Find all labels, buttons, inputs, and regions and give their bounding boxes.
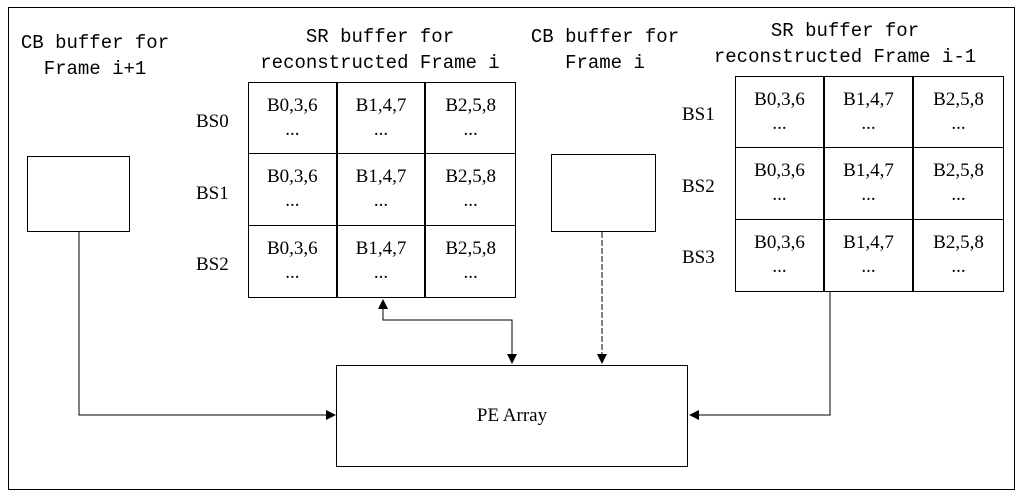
grid-cell: B2,5,8... — [426, 226, 515, 297]
cell-ellipsis: ... — [285, 262, 300, 284]
bs-row-label: BS2 — [196, 254, 229, 275]
label-line: reconstructed Frame i-1 — [713, 46, 977, 68]
cell-ellipsis: ... — [373, 119, 389, 141]
grid-cell: B0,3,6... — [249, 154, 338, 226]
cell-ellipsis: ... — [772, 256, 787, 278]
cell-ellipsis: ... — [772, 184, 787, 206]
cell-text: B0,3,6 — [754, 160, 805, 182]
arrow-cb-next-to-pe — [78, 232, 336, 420]
cell-ellipsis: ... — [463, 262, 478, 284]
cell-text: B2,5,8 — [445, 238, 496, 260]
grid-cell: B0,3,6... — [736, 148, 825, 220]
cell-text: B1,4,7 — [355, 166, 407, 188]
label-line: SR buffer for — [305, 26, 455, 48]
label-line: CB buffer for — [20, 32, 170, 54]
arrow-sr-current-to-pe — [382, 318, 517, 364]
cell-ellipsis: ... — [373, 262, 389, 284]
cell-text: B2,5,8 — [445, 166, 496, 188]
arrow-sr-prev-to-pe — [689, 292, 831, 420]
pe-array-label: PE Array — [476, 405, 548, 426]
cell-text: B0,3,6 — [266, 238, 318, 260]
cell-text: B1,4,7 — [843, 160, 894, 182]
cb-buffer-frame-i-box — [551, 154, 656, 232]
grid-cell: B1,4,7... — [825, 148, 914, 220]
cell-ellipsis: ... — [285, 190, 300, 212]
cell-text: B2,5,8 — [445, 95, 496, 117]
cell-ellipsis: ... — [951, 184, 966, 206]
pe-array-box: PE Array — [336, 365, 688, 467]
cell-text: B1,4,7 — [843, 89, 894, 111]
grid-cell: B2,5,8... — [914, 148, 1003, 220]
cell-ellipsis: ... — [463, 119, 478, 141]
cell-ellipsis: ... — [951, 256, 966, 278]
grid-cell: B1,4,7... — [337, 154, 427, 226]
grid-cell: B1,4,7... — [337, 83, 427, 155]
cell-ellipsis: ... — [373, 190, 389, 212]
cell-text: B2,5,8 — [933, 160, 984, 182]
bs-row-label: BS2 — [682, 176, 715, 197]
grid-cell: B1,4,7... — [338, 225, 427, 297]
cell-ellipsis: ... — [861, 256, 876, 278]
grid-cell: B0,3,6... — [249, 83, 338, 155]
sr-buffer-frame-i-minus-1-label: SR buffer for reconstructed Frame i-1 — [700, 18, 990, 70]
label-line: reconstructed Frame i — [260, 52, 500, 74]
bs-row-label: BS3 — [682, 247, 715, 268]
grid-cell: B2,5,8... — [426, 83, 515, 155]
grid-cell: B2,5,8... — [426, 154, 515, 226]
sr-buffer-frame-i-minus-1-grid: B0,3,6... B1,4,7... B2,5,8... B0,3,6... … — [735, 76, 1004, 292]
cell-ellipsis: ... — [861, 184, 876, 206]
cell-text: B1,4,7 — [355, 238, 407, 260]
label-line: CB buffer for — [530, 26, 680, 48]
grid-cell: B2,5,8... — [914, 77, 1003, 149]
label-line: Frame i+1 — [43, 58, 147, 80]
cell-ellipsis: ... — [772, 113, 787, 135]
cell-text: B0,3,6 — [266, 95, 318, 117]
cell-text: B1,4,7 — [843, 232, 894, 254]
grid-cell: B0,3,6... — [736, 219, 825, 291]
bs-row-label: BS1 — [682, 104, 715, 125]
cell-text: B0,3,6 — [754, 89, 805, 111]
cell-ellipsis: ... — [951, 113, 966, 135]
sr-buffer-frame-i-grid: B0,3,6... B1,4,7... B2,5,8... B0,3,6... … — [248, 82, 516, 298]
cell-ellipsis: ... — [463, 190, 478, 212]
sr-buffer-frame-i-label: SR buffer for reconstructed Frame i — [240, 24, 520, 76]
cell-text: B2,5,8 — [933, 232, 984, 254]
cb-buffer-frame-i-plus-1-box — [27, 156, 130, 232]
grid-cell: B0,3,6... — [249, 225, 338, 297]
cb-buffer-frame-i-label: CB buffer for Frame i — [520, 24, 690, 76]
label-line: Frame i — [565, 52, 645, 74]
label-line: SR buffer for — [770, 20, 920, 42]
cell-text: B2,5,8 — [933, 89, 984, 111]
grid-cell: B1,4,7... — [825, 77, 914, 149]
cell-text: B0,3,6 — [266, 166, 318, 188]
cell-text: B1,4,7 — [355, 95, 407, 117]
cell-text: B0,3,6 — [754, 232, 805, 254]
grid-cell: B0,3,6... — [736, 77, 825, 149]
cell-ellipsis: ... — [285, 119, 300, 141]
cell-ellipsis: ... — [861, 113, 876, 135]
bs-row-label: BS1 — [196, 183, 229, 204]
cb-buffer-frame-i-plus-1-label: CB buffer for Frame i+1 — [10, 30, 180, 82]
bs-row-label: BS0 — [196, 111, 229, 132]
grid-cell: B1,4,7... — [825, 219, 914, 291]
grid-cell: B2,5,8... — [914, 220, 1003, 291]
